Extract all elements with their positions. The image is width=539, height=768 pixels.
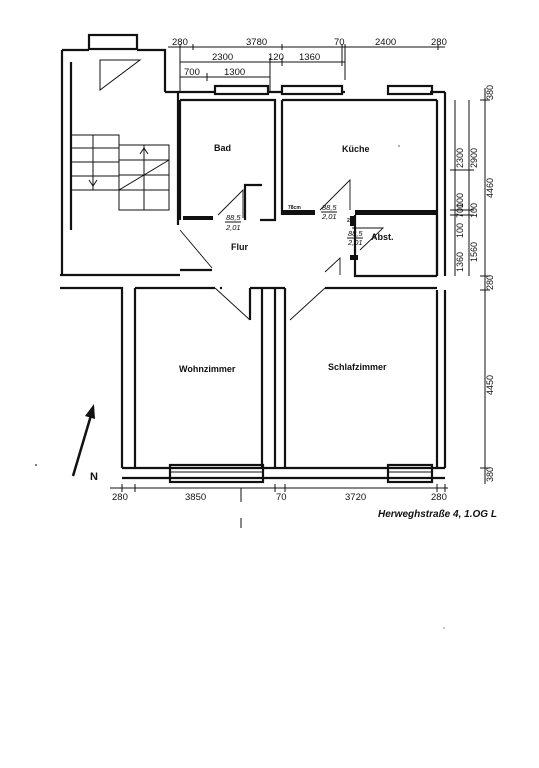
dim-right-700: 700 bbox=[455, 203, 465, 218]
dim-bottom-280-right: 280 bbox=[431, 492, 447, 503]
door-note-bad-width: 88,5 bbox=[226, 213, 241, 222]
door-note-bad-height: 2,01 bbox=[225, 223, 241, 232]
room-label-bad: Bad bbox=[214, 143, 231, 153]
dim-top-700: 700 bbox=[184, 67, 200, 78]
north-label: N bbox=[90, 471, 98, 483]
dim-right-100-a: 100 bbox=[469, 203, 479, 218]
top-dimension-lines bbox=[168, 44, 445, 92]
dim-top-120: 120 bbox=[268, 52, 284, 63]
storage-corner-thick bbox=[350, 255, 358, 260]
right-dimension-lines bbox=[450, 88, 490, 484]
dim-top-280-right: 280 bbox=[431, 37, 447, 48]
dim-right-4460: 4460 bbox=[485, 178, 495, 198]
room-label-wohnzimmer: Wohnzimmer bbox=[179, 364, 236, 374]
dim-bottom-280-left: 280 bbox=[112, 492, 128, 503]
outer-walls bbox=[60, 84, 447, 484]
interior-walls bbox=[135, 98, 439, 468]
dim-bottom-3720: 3720 bbox=[345, 492, 366, 503]
dim-right-100-b: 100 bbox=[455, 223, 465, 238]
kitchen-wall-thick bbox=[283, 210, 315, 215]
storage-wall-thick bbox=[355, 210, 437, 215]
dim-right-1360: 1360 bbox=[455, 252, 465, 272]
dim-top-1300: 1300 bbox=[224, 67, 245, 78]
dim-right-380-bottom: 380 bbox=[485, 467, 495, 482]
dim-bottom-3850: 3850 bbox=[185, 492, 206, 503]
dim-top-2300: 2300 bbox=[212, 52, 233, 63]
stairwell bbox=[60, 33, 180, 275]
bottom-dimension-lines bbox=[110, 484, 448, 528]
dim-bottom-70: 70 bbox=[276, 492, 287, 503]
dim-top-3780: 3780 bbox=[246, 37, 267, 48]
dim-top-70: 70 bbox=[334, 37, 345, 48]
door-note-kueche-height: 2,01 bbox=[321, 212, 337, 221]
north-arrow-icon bbox=[71, 404, 95, 477]
room-label-flur: Flur bbox=[231, 242, 248, 252]
dim-right-4450: 4450 bbox=[485, 375, 495, 395]
note-78cm: 78cm bbox=[288, 205, 301, 211]
dim-right-2900: 2900 bbox=[469, 148, 479, 168]
dim-right-280: 280 bbox=[485, 275, 495, 290]
door-note-kueche-width: 88,5 bbox=[322, 203, 337, 212]
dim-right-380-top: 380 bbox=[485, 85, 495, 100]
dim-top-1360: 1360 bbox=[299, 52, 320, 63]
bath-wall-thick bbox=[183, 216, 213, 220]
dim-right-1560: 1560 bbox=[469, 242, 479, 262]
door-note-abst-height: 2,01 bbox=[347, 238, 363, 247]
dim-top-280-left: 280 bbox=[172, 37, 188, 48]
dim-right-2300: 2300 bbox=[455, 148, 465, 168]
dim-right-100-c: 100 bbox=[455, 193, 465, 208]
room-label-kueche: Küche bbox=[342, 144, 370, 154]
door-note-abst-width: 88,5 bbox=[348, 229, 363, 238]
room-label-abst: Abst. bbox=[371, 232, 394, 242]
plan-caption: Herweghstraße 4, 1.OG L bbox=[378, 509, 497, 520]
dim-top-2400: 2400 bbox=[375, 37, 396, 48]
note-25: 25 bbox=[347, 218, 353, 224]
room-label-schlafzimmer: Schlafzimmer bbox=[328, 362, 387, 372]
door-swings bbox=[179, 178, 385, 321]
storage-door-stub bbox=[350, 216, 354, 226]
